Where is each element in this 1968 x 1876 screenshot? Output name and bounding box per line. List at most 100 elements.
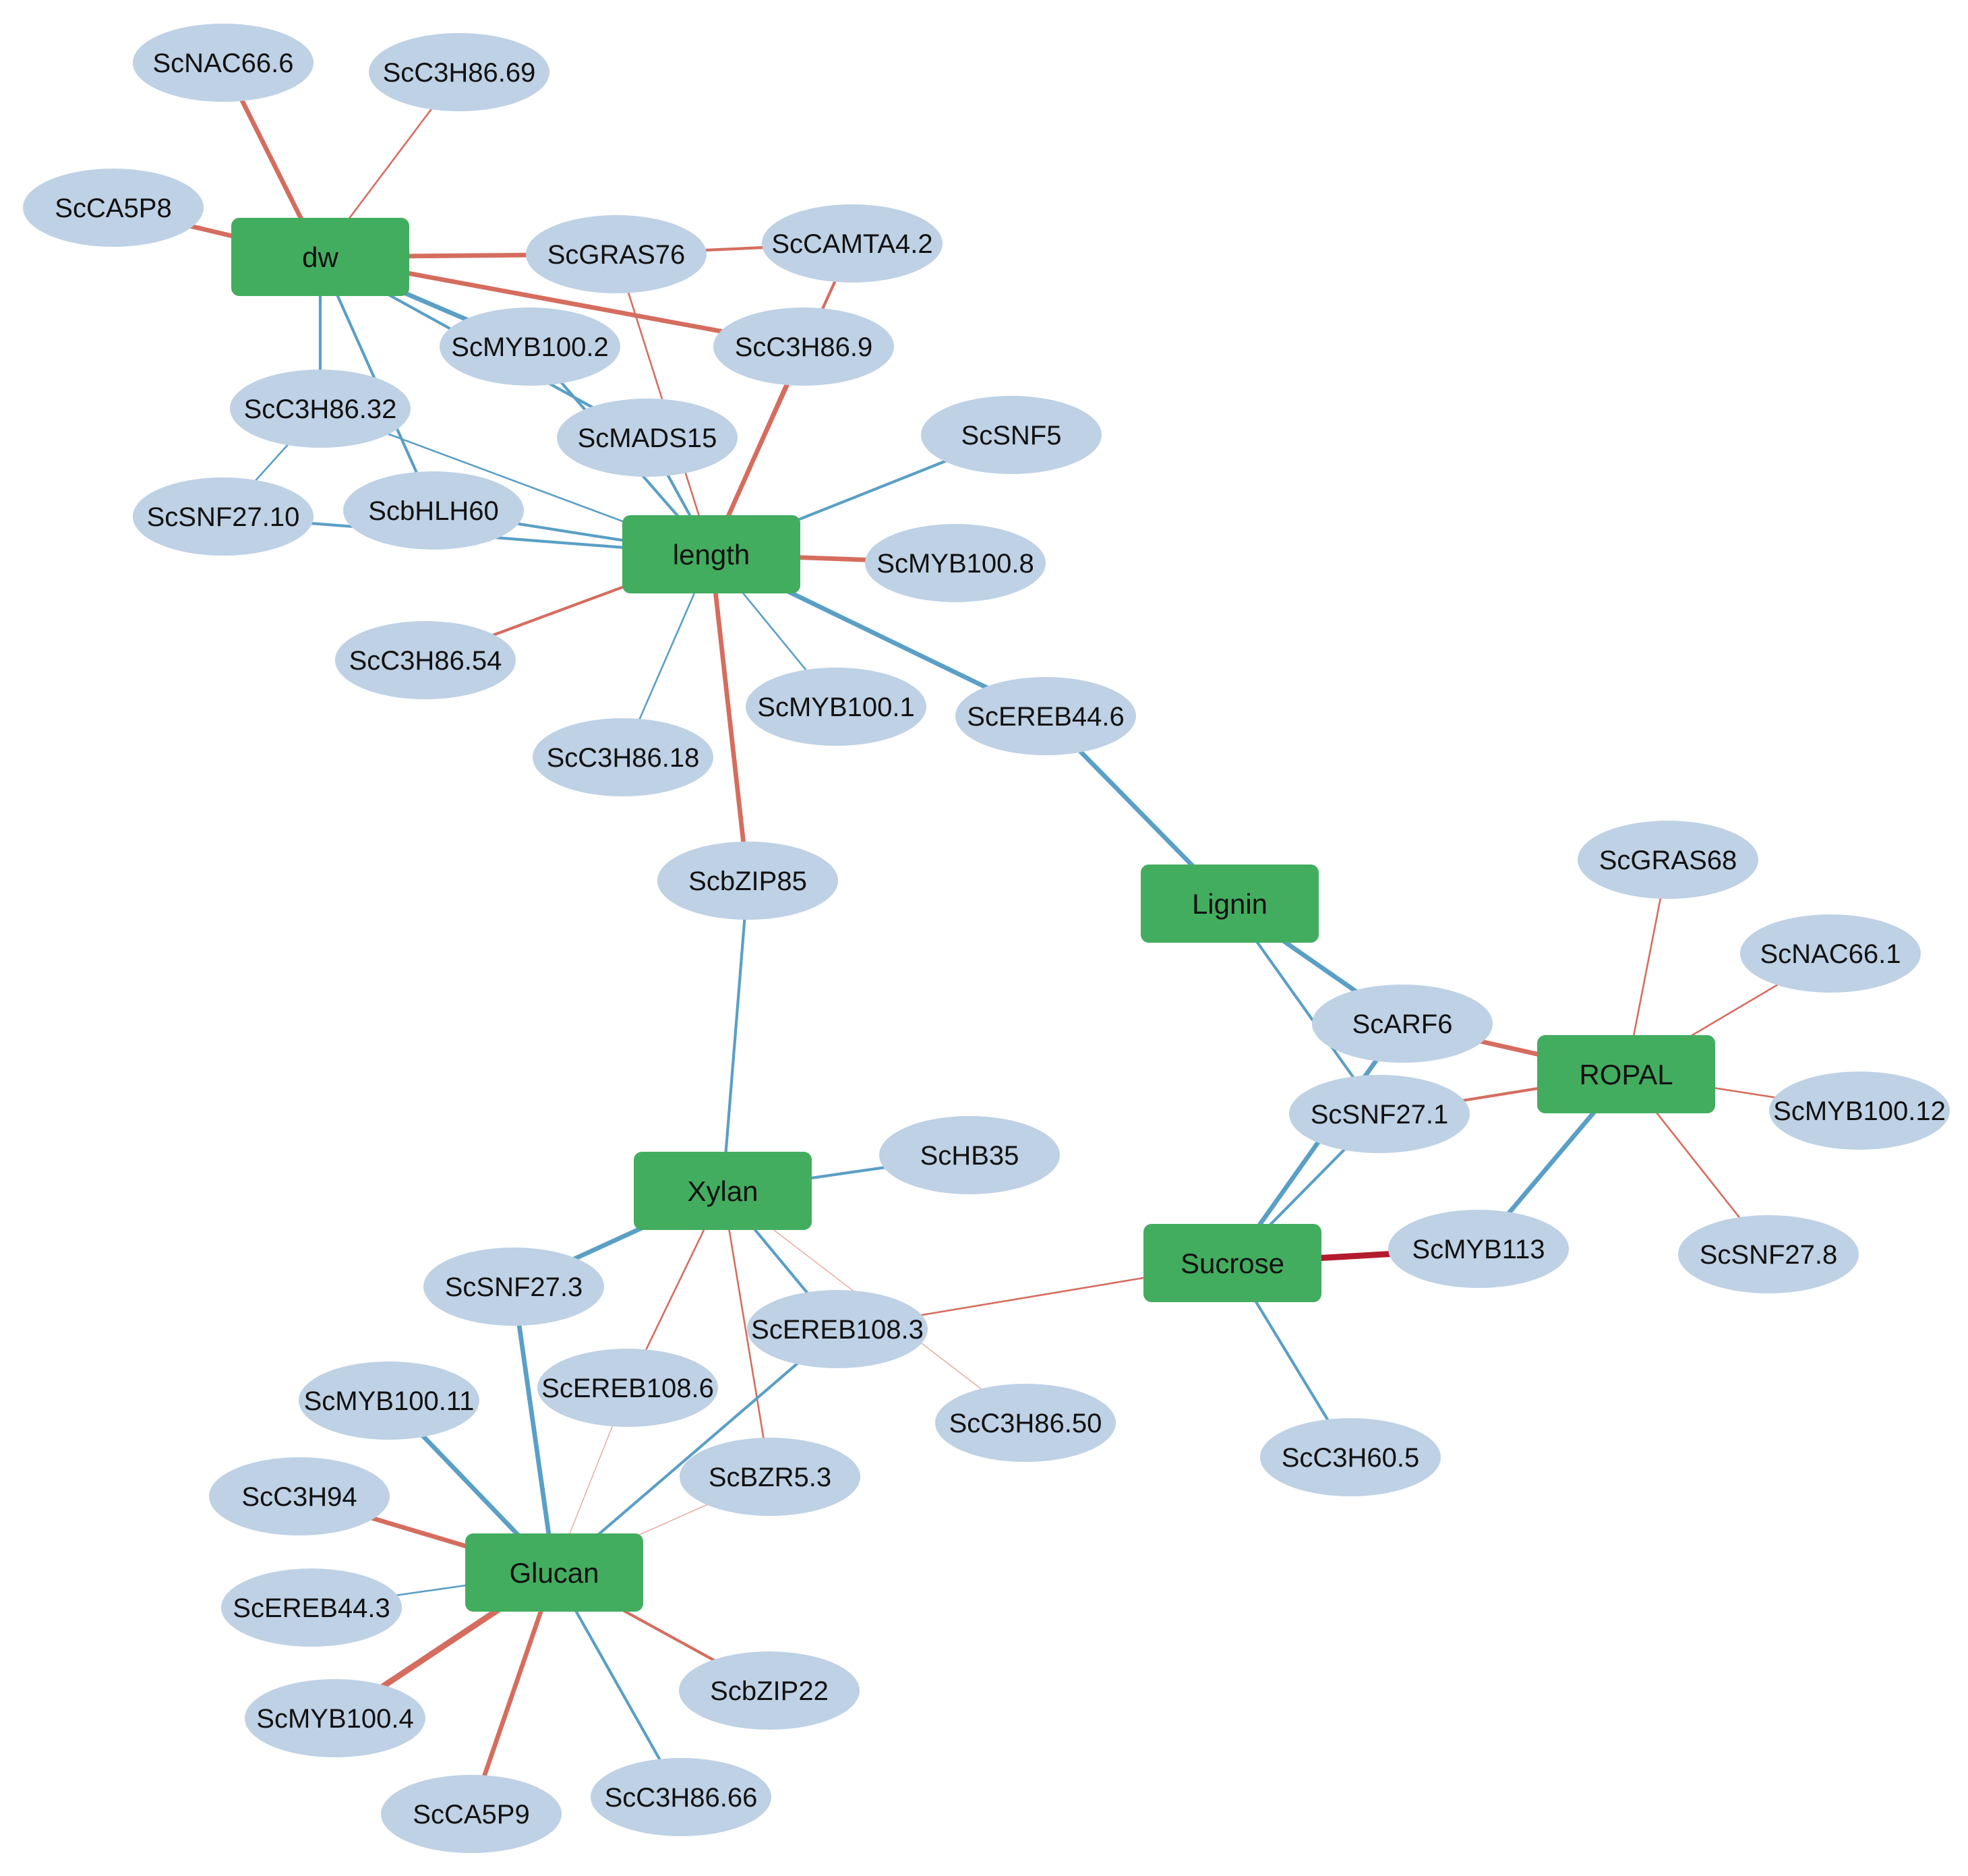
gene-node-label: ScC3H60.5 — [1282, 1443, 1420, 1473]
trait-node-sucrose[interactable]: Sucrose — [1143, 1224, 1321, 1302]
gene-node-scereb44-6[interactable]: ScEREB44.6 — [955, 677, 1136, 755]
gene-node-scgras76[interactable]: ScGRAS76 — [526, 215, 707, 293]
gene-node-shape — [713, 307, 894, 386]
gene-node-scmyb100-4[interactable]: ScMYB100.4 — [245, 1679, 425, 1757]
gene-node-shape — [133, 477, 314, 556]
edge-scsnf27-3-to-glucan — [511, 1286, 557, 1573]
gene-node-shape — [1578, 821, 1758, 899]
gene-node-shape — [921, 396, 1102, 474]
gene-node-scc3h86-50[interactable]: ScC3H86.50 — [935, 1384, 1116, 1462]
trait-node-label: Sucrose — [1181, 1248, 1284, 1279]
trait-node-lignin[interactable]: Lignin — [1141, 864, 1319, 943]
gene-node-scc3h86-69[interactable]: ScC3H86.69 — [369, 33, 549, 111]
gene-node-label: ScSNF5 — [961, 421, 1062, 450]
gene-node-shape — [209, 1457, 390, 1535]
gene-node-scsnf27-1[interactable]: ScSNF27.1 — [1289, 1075, 1470, 1153]
gene-node-label: ScEREB44.6 — [967, 702, 1124, 732]
gene-node-scbzip22[interactable]: ScbZIP22 — [679, 1651, 860, 1730]
edge-scbzip85-to-xylan — [721, 880, 750, 1192]
gene-node-scmyb100-11[interactable]: ScMYB100.11 — [299, 1361, 479, 1440]
gene-node-scmyb100-2[interactable]: ScMYB100.2 — [440, 307, 620, 386]
trait-node-label: dw — [302, 241, 338, 273]
edge-scereb108-3-to-glucan — [553, 1328, 839, 1574]
gene-node-scc3h86-9[interactable]: ScC3H86.9 — [713, 307, 894, 386]
trait-node-label: length — [673, 539, 750, 570]
gene-node-scnac66-1[interactable]: ScNAC66.1 — [1740, 914, 1921, 993]
gene-node-label: ScCAMTA4.2 — [771, 229, 932, 259]
gene-node-scc3h86-54[interactable]: ScC3H86.54 — [335, 621, 516, 699]
gene-node-shape — [1388, 1210, 1569, 1288]
gene-node-scsnf27-3[interactable]: ScSNF27.3 — [423, 1248, 604, 1326]
gene-node-label: ScNAC66.6 — [153, 49, 294, 78]
gene-node-label: ScC3H86.9 — [735, 332, 873, 362]
edge-length-to-scbzip85 — [709, 554, 750, 881]
gene-node-scmyb100-1[interactable]: ScMYB100.1 — [746, 668, 926, 746]
gene-node-scnac66-6[interactable]: ScNAC66.6 — [133, 24, 314, 102]
gene-node-label: ScNAC66.1 — [1760, 939, 1901, 969]
gene-node-label: ScMYB100.2 — [451, 332, 608, 362]
gene-node-shape — [879, 1116, 1060, 1194]
gene-node-scca5p9[interactable]: ScCA5P9 — [381, 1775, 562, 1853]
gene-node-shape — [762, 204, 943, 283]
gene-node-scgras68[interactable]: ScGRAS68 — [1578, 821, 1758, 899]
trait-node-glucan[interactable]: Glucan — [465, 1533, 643, 1612]
gene-node-scereb44-3[interactable]: ScEREB44.3 — [221, 1569, 402, 1647]
gene-node-shape — [299, 1361, 479, 1440]
trait-node-length[interactable]: length — [622, 515, 800, 593]
gene-node-label: ScC3H86.32 — [244, 394, 397, 424]
gene-node-label: ScC3H86.18 — [547, 743, 700, 773]
gene-node-label: ScbZIP22 — [710, 1676, 829, 1706]
gene-node-label: ScEREB108.3 — [751, 1315, 924, 1345]
gene-node-scsnf27-8[interactable]: ScSNF27.8 — [1678, 1215, 1859, 1293]
gene-node-schb35[interactable]: ScHB35 — [879, 1116, 1060, 1194]
gene-node-scmads15[interactable]: ScMADS15 — [557, 399, 738, 477]
gene-node-scmyb100-12[interactable]: ScMYB100.12 — [1769, 1072, 1950, 1150]
edge-xylan-to-scbzr5-3 — [721, 1190, 771, 1477]
gene-node-scc3h86-32[interactable]: ScC3H86.32 — [230, 370, 411, 448]
gene-node-label: ScSNF27.3 — [445, 1272, 583, 1302]
gene-node-scc3h86-18[interactable]: ScC3H86.18 — [533, 718, 713, 796]
gene-node-shape — [381, 1775, 562, 1853]
gene-node-shape — [935, 1384, 1116, 1462]
gene-node-shape — [526, 215, 707, 293]
gene-node-scca5p8[interactable]: ScCA5P8 — [23, 169, 204, 247]
gene-node-scbzip85[interactable]: ScbZIP85 — [657, 842, 838, 920]
gene-node-label: ScGRAS68 — [1599, 846, 1737, 875]
gene-node-shape — [591, 1758, 771, 1836]
edge-layer — [113, 61, 1860, 1815]
trait-node-xylan[interactable]: Xylan — [634, 1152, 812, 1230]
gene-node-shape — [537, 1349, 718, 1427]
gene-node-shape — [657, 842, 838, 920]
gene-node-scmyb100-8[interactable]: ScMYB100.8 — [865, 524, 1046, 602]
gene-node-shape — [23, 169, 204, 247]
gene-node-label: ScMYB100.8 — [876, 549, 1034, 579]
gene-node-shape — [679, 1651, 860, 1730]
gene-node-sccamta4-2[interactable]: ScCAMTA4.2 — [762, 204, 943, 283]
gene-node-label: ScMYB100.12 — [1773, 1096, 1946, 1126]
gene-node-scsnf5[interactable]: ScSNF5 — [921, 396, 1102, 474]
trait-node-ropal[interactable]: ROPAL — [1537, 1035, 1715, 1113]
gene-node-label: ScCA5P9 — [413, 1800, 529, 1829]
trait-node-label: Glucan — [509, 1557, 599, 1589]
gene-node-scc3h60-5[interactable]: ScC3H60.5 — [1260, 1418, 1441, 1496]
gene-node-scbzr5-3[interactable]: ScBZR5.3 — [680, 1438, 860, 1516]
trait-node-shape — [634, 1152, 812, 1230]
gene-node-scc3h94[interactable]: ScC3H94 — [209, 1457, 390, 1535]
gene-node-shape — [747, 1290, 928, 1368]
gene-node-shape — [1260, 1418, 1441, 1496]
gene-node-label: ScMYB100.1 — [757, 693, 914, 722]
gene-node-scbhlh60[interactable]: ScbHLH60 — [343, 471, 524, 550]
gene-node-scarf6[interactable]: ScARF6 — [1312, 985, 1493, 1063]
gene-node-scsnf27-10[interactable]: ScSNF27.10 — [133, 477, 314, 556]
gene-node-shape — [1740, 914, 1921, 993]
trait-node-dw[interactable]: dw — [231, 218, 409, 296]
gene-node-scmyb113[interactable]: ScMYB113 — [1388, 1210, 1569, 1288]
gene-node-scc3h86-66[interactable]: ScC3H86.66 — [591, 1758, 771, 1836]
gene-node-scereb108-3[interactable]: ScEREB108.3 — [747, 1290, 928, 1368]
gene-node-scereb108-6[interactable]: ScEREB108.6 — [537, 1349, 718, 1427]
gene-node-label: ScCA5P8 — [55, 194, 171, 223]
trait-node-shape — [622, 515, 800, 593]
gene-node-label: ScSNF27.8 — [1700, 1240, 1838, 1270]
gene-node-label: ScEREB108.6 — [541, 1374, 714, 1403]
